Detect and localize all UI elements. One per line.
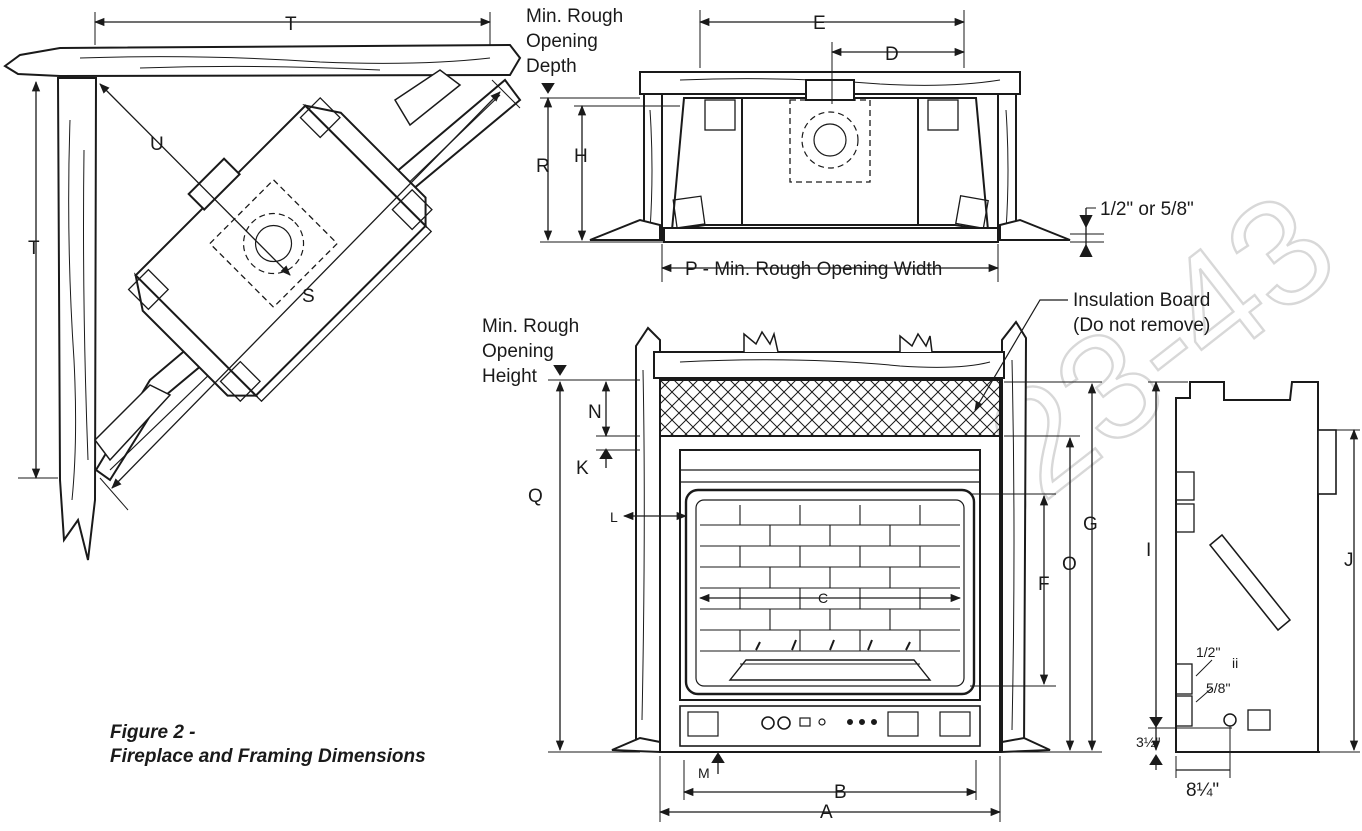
label-d: D	[885, 44, 899, 65]
label-flange: 1/2" or 5/8"	[1100, 199, 1194, 220]
label-l: L	[610, 509, 618, 525]
label-k: K	[576, 458, 589, 479]
side-view-labels: I J ii 1/2" 5/8" 3½" 8¼"	[1136, 540, 1354, 801]
label-ii: ii	[1232, 655, 1238, 671]
label-f: F	[1038, 574, 1050, 595]
label-a: A	[820, 802, 833, 823]
label-p: P - Min. Rough Opening Width	[685, 259, 942, 280]
front-view-labels: Min. Rough Opening Height Insulation Boa…	[482, 290, 1210, 823]
firebox-opening	[684, 488, 976, 696]
label-j: J	[1344, 550, 1354, 571]
label-t-top: T	[285, 14, 297, 35]
label-o: O	[1062, 554, 1077, 575]
label-i: I	[1146, 540, 1151, 561]
label-three-half: 3½"	[1136, 734, 1160, 750]
caption-line-1: Figure 2 -	[110, 722, 196, 743]
label-depth-2: Opening	[526, 31, 598, 52]
label-g: G	[1083, 514, 1098, 535]
side-view	[1148, 380, 1360, 778]
label-height-3: Height	[482, 366, 538, 387]
front-header	[653, 351, 1005, 379]
label-b: B	[834, 782, 847, 803]
label-u: U	[150, 134, 164, 155]
label-height-2: Opening	[482, 341, 554, 362]
label-m: M	[698, 765, 710, 781]
label-e: E	[813, 13, 826, 34]
dim-line-s	[111, 91, 501, 489]
label-insulation-1: Insulation Board	[1073, 290, 1210, 311]
corner-labels: T T U S	[28, 14, 315, 307]
label-c: C	[818, 590, 828, 606]
label-r: R	[536, 156, 550, 177]
top-view-labels: Min. Rough Opening Depth E D R H P - Min…	[526, 6, 1194, 280]
label-five-eighths: 5/8"	[1206, 680, 1230, 696]
label-depth-3: Depth	[526, 56, 577, 77]
front-view	[548, 299, 1102, 822]
front-left-stud	[635, 326, 661, 751]
label-insulation-2: (Do not remove)	[1073, 315, 1210, 336]
label-h: H	[574, 146, 588, 167]
corner-view	[3, 12, 522, 561]
figure-caption: Figure 2 - Fireplace and Framing Dimensi…	[110, 722, 426, 767]
top-view	[540, 10, 1104, 282]
label-half: 1/2"	[1196, 644, 1220, 660]
control-panel	[679, 705, 981, 747]
label-s: S	[302, 286, 315, 307]
corner-left-stud	[56, 77, 98, 561]
label-eight-quarter: 8¼"	[1186, 780, 1219, 801]
label-n: N	[588, 402, 602, 423]
label-q: Q	[528, 486, 543, 507]
insulation-board	[659, 379, 1001, 437]
label-t-side: T	[28, 238, 40, 259]
caption-line-2: Fireplace and Framing Dimensions	[110, 746, 426, 767]
label-depth-1: Min. Rough	[526, 6, 623, 27]
corner-top-beam	[3, 43, 522, 78]
label-height-1: Min. Rough	[482, 316, 579, 337]
